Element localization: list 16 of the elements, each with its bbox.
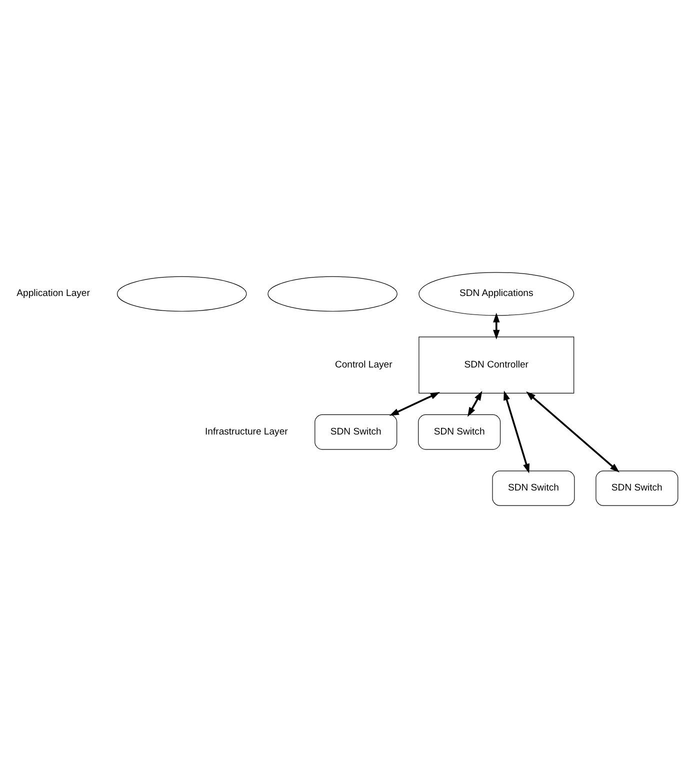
node-ellipse: SDN Applications: [418, 272, 574, 316]
node-box: SDN Switch: [492, 470, 575, 506]
arrow: [504, 390, 530, 474]
node-box: SDN Controller: [418, 336, 574, 394]
node-ellipse: [268, 276, 398, 312]
label: Application Layer: [16, 288, 90, 300]
label: Infrastructure Layer: [205, 426, 288, 438]
node-box: SDN Switch: [596, 470, 678, 506]
label: Control Layer: [334, 359, 392, 370]
node-ellipse: [116, 276, 247, 312]
arrow: [468, 390, 482, 417]
node-box: SDN Switch: [418, 414, 501, 450]
arrow: [493, 312, 500, 340]
arrow: [389, 392, 440, 416]
node-box: SDN Switch: [314, 414, 398, 450]
arrow: [526, 391, 620, 473]
